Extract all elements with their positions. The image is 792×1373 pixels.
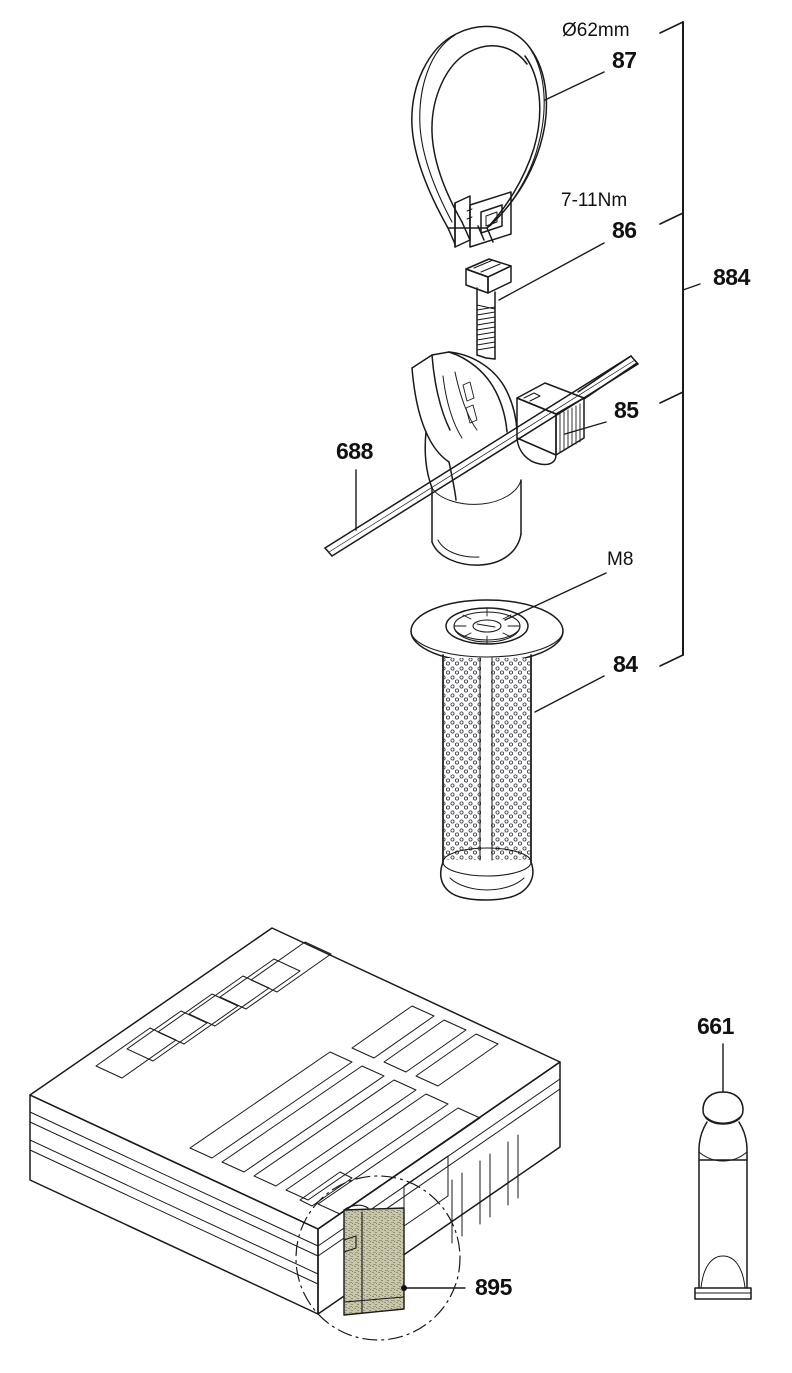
callout-87: 87 [612, 47, 637, 73]
callout-688: 688 [336, 438, 374, 464]
annotation-diameter: Ø62mm [562, 20, 630, 41]
part-grease-tube [694, 1091, 752, 1300]
callout-884: 884 [713, 264, 751, 290]
callout-661: 661 [697, 1013, 735, 1039]
part-carrying-case [29, 927, 561, 1315]
callout-84: 84 [613, 651, 638, 677]
annotation-thread-m8: M8 [607, 549, 633, 570]
annotation-torque: 7-11Nm [561, 190, 627, 211]
callout-895: 895 [475, 1274, 513, 1300]
detail-circle-895 [295, 1175, 461, 1341]
group-bracket-884 [659, 21, 684, 667]
part-clamping-strap [411, 25, 548, 248]
leader-lines [355, 71, 724, 1291]
part-handle-grip [410, 599, 564, 901]
callout-85: 85 [614, 397, 639, 423]
callout-86: 86 [612, 217, 637, 243]
part-handle-body [411, 351, 638, 566]
part-case-latch-insert [343, 1204, 405, 1316]
part-depth-stop-rod [324, 355, 639, 557]
part-clamping-bolt [465, 258, 512, 360]
callout-labels: Ø62mm 7-11Nm M8 87 86 884 85 84 688 661 … [336, 20, 751, 1300]
